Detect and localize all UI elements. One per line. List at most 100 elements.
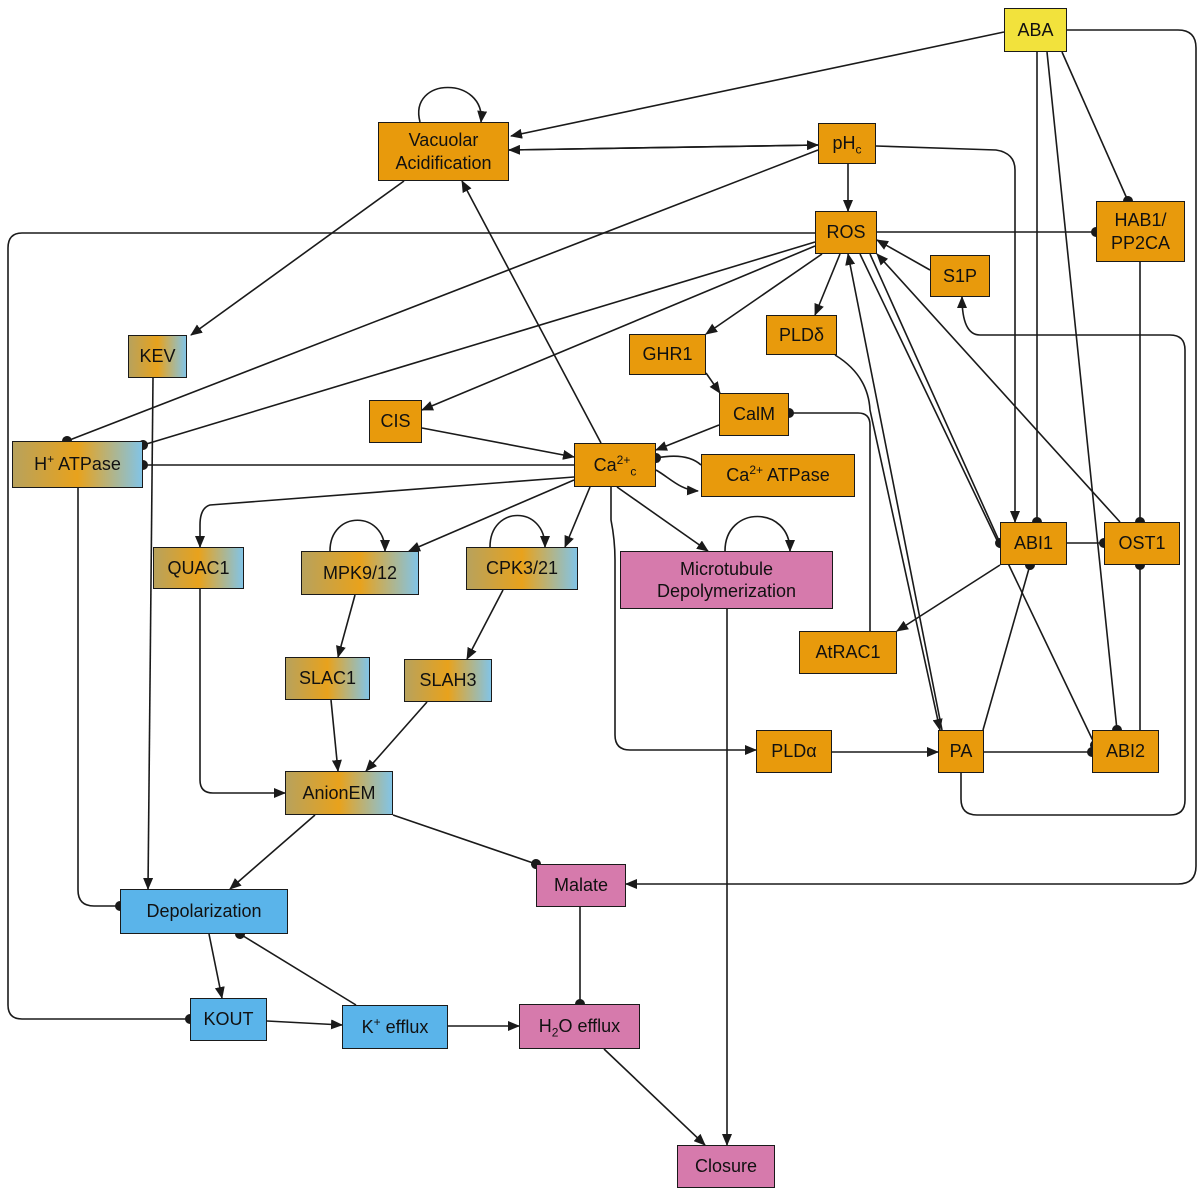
edge-atrac1-to-calm — [784, 408, 871, 631]
edge-mpk-to-mpk — [329, 519, 390, 552]
node-cpk-label: CPK3/21 — [485, 558, 559, 579]
edge-kout-to-keff — [266, 1019, 343, 1030]
node-ca-label: Ca2+c — [594, 452, 637, 479]
node-keff-label: K+ efflux — [362, 1016, 429, 1039]
edge-ros-to-kout — [7, 232, 815, 1024]
node-hab1-line1: HAB1/ — [1114, 210, 1167, 230]
node-hatp-sup: + — [47, 452, 55, 467]
node-phc-sub: c — [855, 142, 862, 157]
node-caatp-label: Ca2+ ATPase — [726, 464, 829, 487]
edge-ca-to-micro — [616, 486, 709, 552]
node-abi2: ABI2 — [1092, 730, 1159, 773]
edge-slah3-to-anion — [365, 701, 428, 772]
edge-cis-to-ca — [421, 427, 575, 460]
node-vac-line2: Acidification — [395, 152, 492, 173]
node-mpk-label: MPK9/12 — [322, 562, 398, 583]
node-quac1-label: QUAC1 — [167, 557, 230, 578]
node-pa: PA — [938, 730, 984, 773]
node-ros: ROS — [815, 211, 877, 254]
node-phc-label: pHc — [832, 132, 862, 157]
node-caatp-sup: 2+ — [749, 463, 763, 478]
edge-aba-to-hab1 — [1061, 51, 1133, 206]
edge-aba-to-vac — [510, 31, 1005, 139]
node-abi1-label: ABI1 — [1013, 533, 1054, 554]
edge-ost1-to-ros — [876, 253, 1121, 523]
node-mpk9-12: MPK9/12 — [301, 551, 419, 595]
node-aba-label: ABA — [1017, 19, 1054, 40]
node-h2o-sub: 2 — [551, 1025, 559, 1040]
edge-vac-to-vac — [417, 86, 488, 123]
edge-mpk-to-slac1 — [336, 594, 356, 658]
edge-calm-to-ca — [655, 424, 720, 451]
edge-aba-to-ost1 — [625, 29, 1197, 889]
edge-cpk-to-slah3 — [466, 589, 504, 660]
node-ca-cytosolic: Ca2+c — [574, 443, 656, 487]
node-cpk3-21: CPK3/21 — [466, 547, 578, 590]
edge-ca-to-cpk — [564, 486, 591, 548]
edge-ca-to-mpk — [408, 479, 575, 552]
edge-ca-to-plda — [610, 487, 757, 755]
node-aba: ABA — [1004, 8, 1067, 52]
edge-ros-to-pldd — [814, 253, 841, 316]
edge-phc-to-abi1 — [875, 145, 1020, 523]
node-pldd-label: PLDδ — [778, 324, 825, 345]
edge-phc-to-hatp — [62, 149, 819, 446]
node-cis: CIS — [369, 400, 422, 443]
node-plda-label: PLDα — [771, 741, 817, 762]
node-pld-alpha: PLDα — [756, 730, 832, 773]
node-s1p-label: S1P — [942, 265, 978, 286]
edge-anion-to-malate — [392, 814, 541, 869]
edge-phc-to-vac — [508, 144, 819, 155]
node-calm-label: CalM — [732, 404, 775, 425]
edge-ca-to-quac1 — [195, 476, 575, 548]
node-ca-sub: c — [630, 464, 637, 479]
node-anion-label: AnionEM — [302, 782, 376, 803]
edge-anion-to-depol — [229, 814, 316, 890]
node-h2o-efflux: H2O efflux — [519, 1004, 640, 1049]
node-pa-label: PA — [949, 741, 973, 762]
edge-micro-to-micro — [724, 515, 795, 552]
node-h2o-label: H2O efflux — [539, 1015, 620, 1040]
edge-ros-to-abi1 — [869, 253, 1005, 548]
edge-vac-to-kev — [190, 180, 405, 336]
edge-ros-to-cis — [421, 245, 816, 411]
node-ghr1: GHR1 — [629, 334, 706, 375]
node-depol-label: Depolarization — [146, 901, 262, 922]
node-ca-atpase: Ca2+ ATPase — [701, 454, 855, 497]
edge-quac1-to-anion — [199, 589, 286, 798]
node-keff-sup: + — [373, 1014, 381, 1029]
node-ros-label: ROS — [826, 222, 866, 243]
node-ghr1-label: GHR1 — [642, 344, 693, 365]
edge-pa-to-ros — [845, 253, 943, 731]
node-ost1: OST1 — [1104, 522, 1180, 565]
node-calm: CalM — [719, 393, 789, 436]
node-kout: KOUT — [190, 998, 267, 1041]
edge-cpk-to-cpk — [489, 514, 550, 548]
node-vac-line1: Vacuolar — [408, 130, 479, 150]
node-slac1-label: SLAC1 — [298, 668, 357, 689]
node-malate: Malate — [536, 864, 626, 907]
edge-caatp-to-ca — [651, 453, 702, 466]
node-slah3-label: SLAH3 — [419, 670, 477, 691]
edge-pa-to-abi1 — [982, 560, 1035, 731]
node-kev-label: KEV — [139, 346, 176, 367]
node-ost1-label: OST1 — [1118, 533, 1166, 554]
node-kout-label: KOUT — [203, 1009, 254, 1030]
edge-ca-to-caatp — [655, 469, 699, 496]
edge-s1p-to-ros — [876, 239, 931, 271]
edge-kev-to-depol — [143, 377, 154, 890]
node-micro-line1: Microtubule — [679, 558, 774, 579]
node-abi1: ABI1 — [1000, 522, 1067, 565]
node-ca-sup: 2+ — [616, 452, 631, 467]
edge-keff-to-depol — [235, 929, 357, 1006]
node-s1p: S1P — [930, 255, 990, 297]
node-hab1-line2: PP2CA — [1110, 232, 1171, 253]
node-atrac1-label: AtRAC1 — [815, 642, 881, 663]
edge-depol-to-kout — [208, 933, 225, 999]
node-kev: KEV — [128, 335, 187, 378]
edge-hatp-to-depol — [77, 488, 125, 911]
node-slac1: SLAC1 — [285, 657, 370, 700]
node-hatp-label: H+ ATPase — [34, 453, 121, 476]
